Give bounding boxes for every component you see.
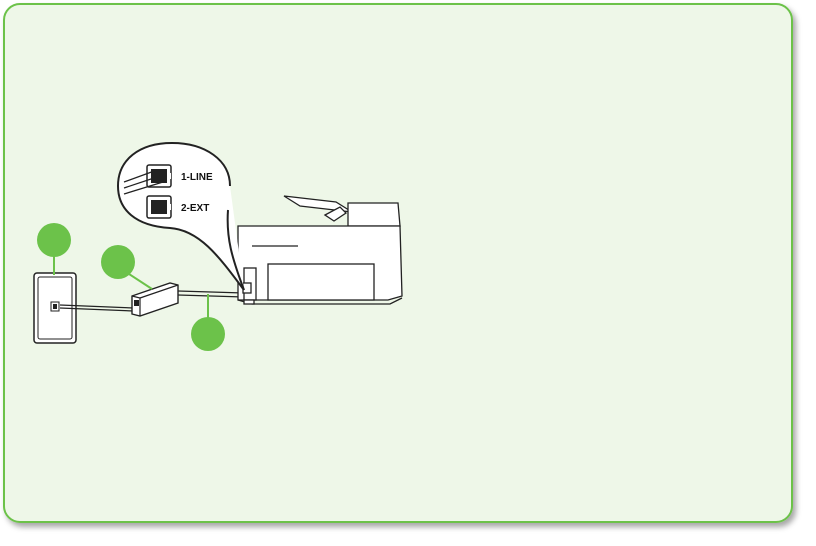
port-ext-label: 2-EXT — [181, 203, 209, 214]
port-line-label: 1-LINE — [181, 172, 213, 183]
ext-port-icon — [147, 196, 171, 218]
